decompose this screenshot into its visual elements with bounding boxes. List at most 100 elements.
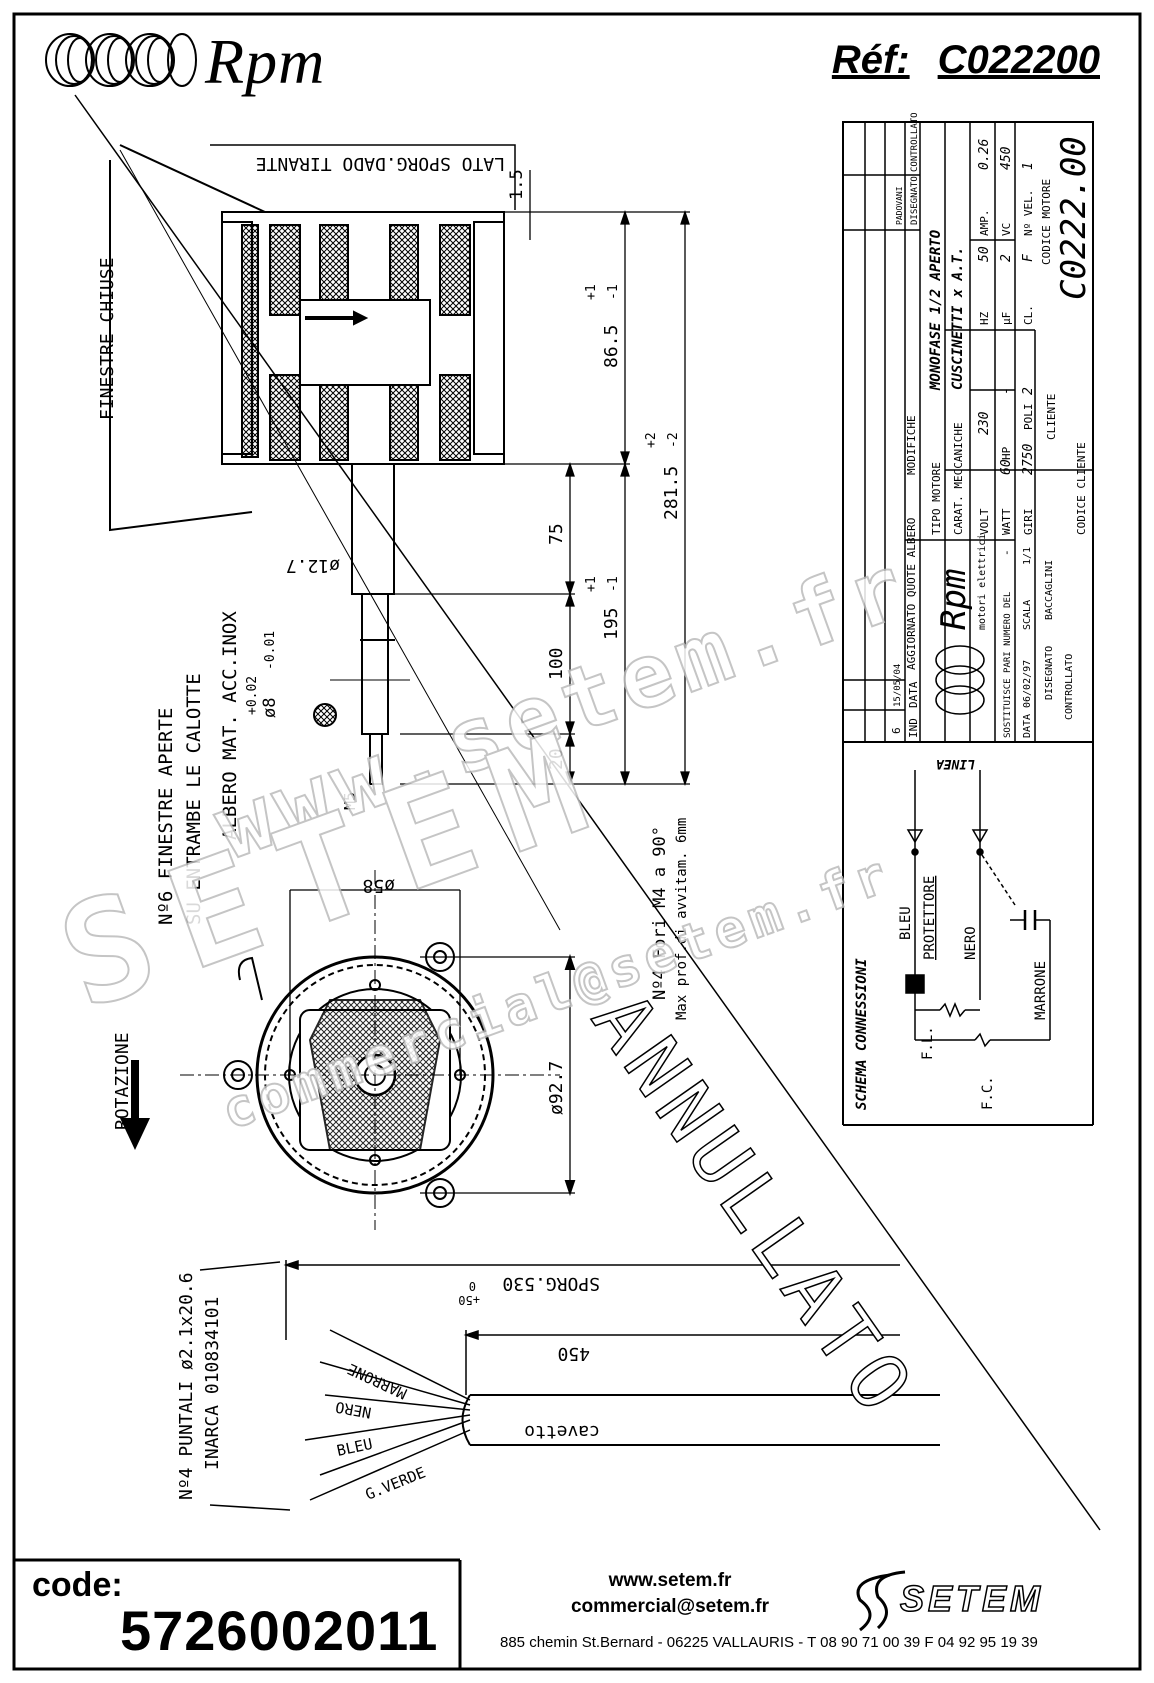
tb-nvel-label: Nº VEL. [1022, 190, 1035, 236]
tb-poli: 2 [1021, 387, 1036, 395]
tb-hz: 50 [977, 246, 992, 262]
schema-title: SCHEMA CONNESSIONI [854, 958, 870, 1110]
setem-swoosh-logo [856, 1570, 906, 1632]
rpm-coil-logo [45, 33, 197, 87]
dim-100: 100 [546, 647, 567, 680]
motor-front-view [180, 870, 576, 1230]
tol-sporg-up: +50 [458, 1293, 480, 1307]
tb-watt: 60 [999, 459, 1014, 475]
dim-m5: M5 [341, 792, 359, 810]
tol-86-dn: -1 [606, 284, 621, 300]
dim-58: ø58 [362, 875, 395, 896]
puntali-label-2: INARCA 010834101 [202, 1297, 223, 1470]
tb-disegnato-label: DISEGNATO [1044, 646, 1055, 700]
tb-poli-label: POLI [1022, 404, 1035, 431]
lato-label: LATO SPORG.DADO TIRANTE [256, 153, 505, 174]
tb-logo-sub: motori elettrici [977, 534, 988, 630]
sheet-border [12, 12, 1142, 1671]
tb-logo-rpm: Rpm [934, 569, 974, 630]
setem-logo-text: SETEM [899, 1577, 1045, 1620]
ref-label: Réf: [831, 38, 910, 82]
tb-hp-label: HP [1000, 446, 1013, 460]
ref-value: C022200 [937, 38, 1100, 82]
tb-vc-label: VC [1000, 223, 1013, 236]
footer-address: 885 chemin St.Bernard - 06225 VALLAURIS … [500, 1634, 1038, 1651]
tb-controllato-label: CONTROLLATO [1064, 654, 1075, 720]
tb-uf-label: µF [1000, 312, 1013, 325]
tb-scala-label: SCALA [1022, 600, 1033, 630]
tb-aggiornato: AGGIORNATO QUOTE ALBERO [905, 518, 918, 670]
motor-side-view [109, 144, 516, 785]
schema-drawing [905, 770, 1051, 1048]
tb-nvel: 1 [1021, 162, 1036, 170]
tb-scala: 1/1 [1022, 547, 1033, 565]
fori-label-2: Max prof.di avvitam. 6mm [674, 818, 690, 1020]
tb-cl: F [1021, 253, 1036, 262]
footer-email[interactable]: commercial@setem.fr [570, 1596, 770, 1617]
dim-450: 450 [557, 1343, 590, 1364]
tb-disegnato: DISEGNATO [910, 176, 920, 225]
tb-tipo-motore: MONOFASE 1/2 APERTO [928, 230, 944, 391]
fori-label-1: Nº4 Fori M4 a 90° [650, 826, 670, 1000]
tb-vc: 450 [999, 146, 1014, 170]
tol-195-dn: -1 [606, 576, 621, 592]
tb-cliente-label: CLIENTE [1045, 394, 1058, 440]
tb-tipo-motore-label: TIPO MOTORE [930, 462, 943, 535]
tb-data-label: DATA [1022, 714, 1033, 738]
tb-codice-cliente-label: CODICE CLIENTE [1075, 442, 1088, 535]
tb-uf: 2 [999, 254, 1014, 262]
finestre-chiuse-label: FINESTRE CHIUSE [97, 257, 118, 420]
schema-protettore: PROTETTORE [922, 876, 938, 960]
code-label: code: [32, 1566, 123, 1604]
schema-fl: F.L. [920, 1026, 936, 1060]
dim-1-5: 1.5 [507, 169, 527, 200]
tb-carat-label: CARAT. MECCANICHE [952, 422, 965, 535]
tol-195-up: +1 [584, 576, 599, 592]
schema-nero: NERO [963, 926, 979, 960]
tb-cl-label: CL. [1022, 305, 1035, 325]
tb-rev-ind: 6 [890, 727, 903, 734]
tb-ind: IND [907, 718, 920, 738]
title-block-grid [842, 121, 1094, 1126]
reference: Réf: C022200 [832, 38, 1100, 83]
albero-label: ALBERO MAT. ACC.INOX [219, 611, 241, 840]
dim-195: 195 [601, 607, 622, 640]
tb-disegnato-name: BACCAGLINI [1044, 560, 1055, 620]
dim-20: 20 [546, 748, 567, 770]
tb-sostituisce: - [1000, 549, 1013, 556]
tb-controllato: CONTROLLATO [910, 112, 920, 172]
tb-codice-motore-label: CODICE MOTORE [1040, 179, 1053, 265]
tb-hp: - [999, 387, 1014, 395]
rotazione-label: ROTAZIONE [112, 1032, 133, 1130]
code-value: 5726002011 [120, 1599, 439, 1662]
tb-data-value: 06/02/97 [1022, 660, 1033, 708]
tol-86-up: +1 [584, 284, 599, 300]
annullato-stamp: ANNULLATO [574, 977, 931, 1434]
n6-label-1: Nº6 FINESTRE APERTE [155, 708, 177, 925]
title-block-coil-logo [935, 645, 985, 715]
n6-label-2: SU ENTRAMBE LE CALOTTE [183, 673, 205, 925]
tb-giri-label: GIRI [1022, 509, 1035, 536]
tb-amp: 0.26 [977, 139, 992, 170]
tol-281-up: +2 [644, 432, 659, 448]
tb-giri: 2750 [1021, 444, 1036, 475]
dim-75: 75 [546, 523, 567, 545]
dim-sporg: SPORG.530 [502, 1273, 600, 1294]
brand-logo: Rpm [205, 26, 326, 97]
tb-hz-label: HZ [978, 311, 991, 325]
cavetto-label: cavetto [524, 1421, 600, 1442]
dim-86-5: 86.5 [601, 325, 622, 368]
tb-rev-date: 15/05/04 [893, 664, 903, 707]
wire-gverde-label: G.VERDE [363, 1463, 428, 1503]
tb-data: DATA [907, 681, 920, 708]
tb-watt-label: WATT [1000, 508, 1013, 535]
tol-8-dn: -0.01 [263, 631, 278, 670]
tol-8-up: +0.02 [245, 676, 260, 715]
dim-92-7: ø92.7 [546, 1061, 567, 1115]
footer-website[interactable]: www.setem.fr [608, 1570, 732, 1591]
wire-bleu-label: BLEU [335, 1435, 374, 1460]
tol-sporg-dn: 0 [469, 1279, 476, 1293]
schema-fc: F.C. [980, 1076, 996, 1110]
